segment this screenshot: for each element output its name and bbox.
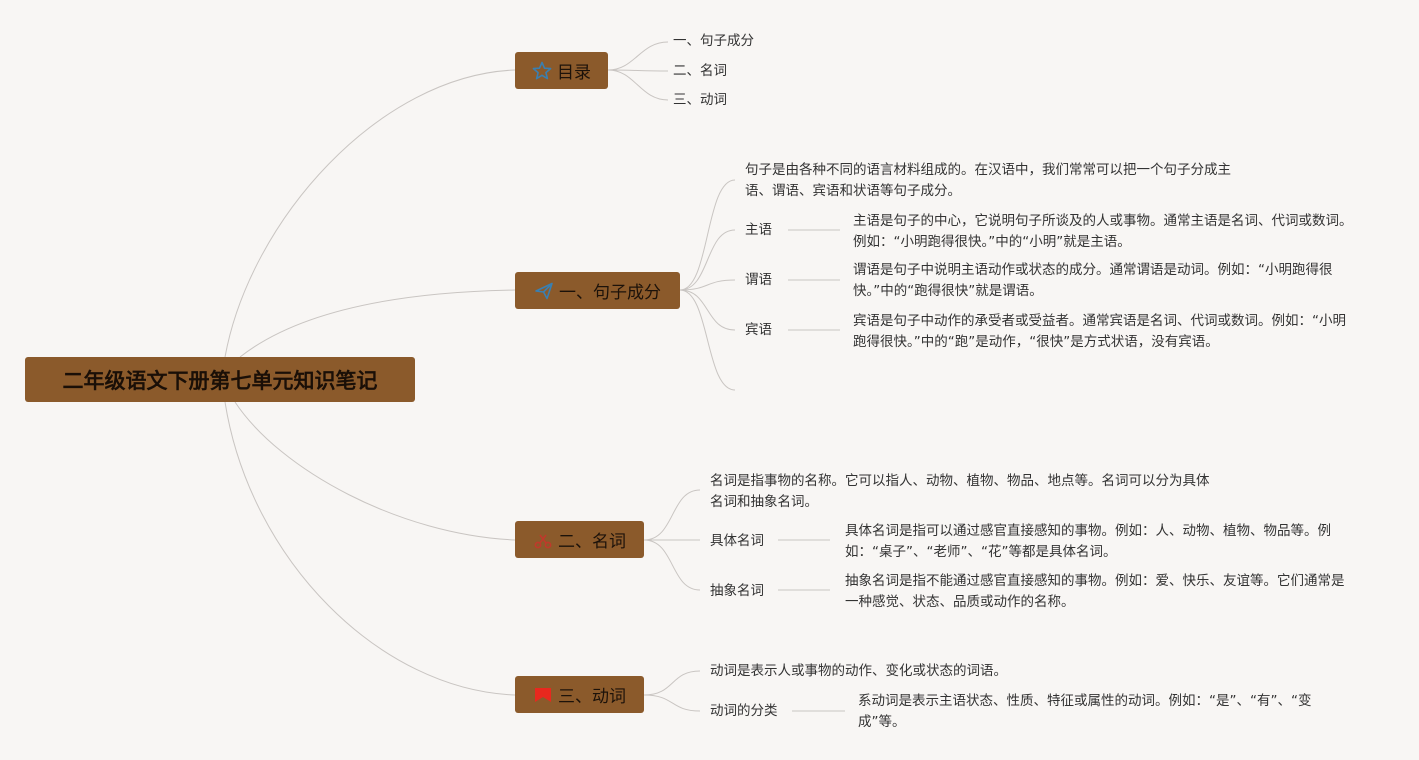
noun-child-concrete[interactable]: 具体名词 xyxy=(710,533,764,549)
connector-noun-2 xyxy=(643,539,701,591)
connector-noun-intro xyxy=(643,489,701,541)
connector-root-verb xyxy=(224,401,516,696)
star-icon xyxy=(532,61,552,81)
branch-verb[interactable]: 三、动词 xyxy=(515,676,644,713)
connector-sentence-3 xyxy=(679,289,736,331)
verb-child-classification-desc: 系动词是表示主语状态、性质、特征或属性的动词。例如：“是”、“有”、“变成”等。 xyxy=(858,693,1312,730)
toc-item-3[interactable]: 三、动词 xyxy=(673,92,727,108)
branch-noun[interactable]: 二、名词 xyxy=(515,521,644,558)
connector-root-toc xyxy=(224,69,516,358)
toc-item-2[interactable]: 二、名词 xyxy=(673,63,727,79)
connector-sentence-2 xyxy=(679,279,736,291)
connector-toc-2 xyxy=(607,69,669,72)
root-title: 二年级语文下册第七单元知识笔记 xyxy=(62,368,378,393)
sentence-child-predicate[interactable]: 谓语 xyxy=(745,272,772,288)
branch-sentence[interactable]: 一、句子成分 xyxy=(515,272,680,309)
branch-verb-label: 三、动词 xyxy=(558,687,626,707)
noun-child-concrete-desc: 具体名词是指可以通过感官直接感知的事物。例如：人、动物、植物、物品等。例如：“桌… xyxy=(845,523,1331,560)
root-node[interactable]: 二年级语文下册第七单元知识笔记 xyxy=(25,357,415,402)
branch-noun-label: 二、名词 xyxy=(558,532,626,552)
sentence-child-object[interactable]: 宾语 xyxy=(745,322,772,338)
branch-toc[interactable]: 目录 xyxy=(515,52,608,89)
noun-child-abstract-desc: 抽象名词是指不能通过感官直接感知的事物。例如：爱、快乐、友谊等。它们通常是一种感… xyxy=(845,573,1345,610)
connector-sentence-1 xyxy=(679,229,736,291)
branch-sentence-label: 一、句子成分 xyxy=(559,283,661,303)
sentence-child-predicate-desc: 谓语是句子中说明主语动作或状态的成分。通常谓语是动词。例如：“小明跑得很快。”中… xyxy=(853,262,1333,299)
sentence-child-subject-desc: 主语是句子的中心，它说明句子所谈及的人或事物。通常主语是名词、代词或数词。例如：… xyxy=(853,213,1353,250)
noun-child-abstract[interactable]: 抽象名词 xyxy=(710,583,764,599)
connector-root-sentence xyxy=(239,289,516,358)
verb-intro: 动词是表示人或事物的动作、变化或状态的词语。 xyxy=(710,663,1007,679)
paper-plane-icon xyxy=(534,281,554,301)
sentence-child-object-desc: 宾语是句子中动作的承受者或受益者。通常宾语是名词、代词或数词。例如：“小明跑得很… xyxy=(853,313,1346,350)
sentence-child-subject[interactable]: 主语 xyxy=(745,222,772,238)
red-flag-icon xyxy=(533,685,553,705)
verb-child-classification[interactable]: 动词的分类 xyxy=(710,703,778,719)
connector-root-noun xyxy=(234,401,516,541)
connector-verb-intro xyxy=(643,670,701,696)
branch-toc-label: 目录 xyxy=(557,63,591,83)
connector-sentence-intro xyxy=(679,179,736,291)
toc-item-1[interactable]: 一、句子成分 xyxy=(673,33,754,49)
scissors-icon xyxy=(533,530,553,550)
connector-toc-1 xyxy=(607,41,669,71)
connector-verb-1 xyxy=(643,694,701,712)
sentence-intro: 句子是由各种不同的语言材料组成的。在汉语中，我们常常可以把一个句子分成主语、谓语… xyxy=(745,162,1231,199)
noun-intro: 名词是指事物的名称。它可以指人、动物、植物、物品、地点等。名词可以分为具体名词和… xyxy=(710,473,1210,510)
connector-sentence-4 xyxy=(679,289,736,391)
connector-toc-3 xyxy=(607,69,669,101)
